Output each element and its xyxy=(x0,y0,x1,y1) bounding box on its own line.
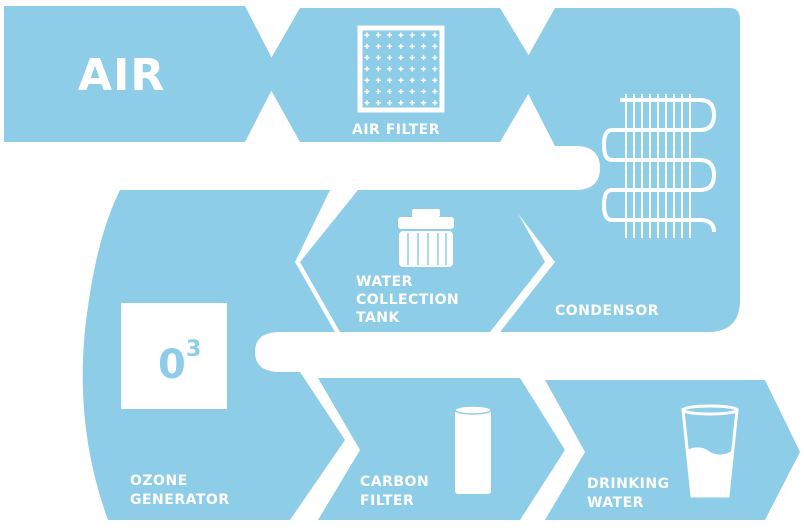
filter-grid-mark xyxy=(398,43,404,49)
carbon-filter-label: CARBON FILTER xyxy=(360,474,435,509)
filter-grid-mark xyxy=(375,43,381,49)
filter-grid-mark xyxy=(421,43,426,49)
filter-grid-mark xyxy=(398,32,404,38)
condensor-label: CONDENSOR xyxy=(555,303,659,319)
filter-grid-mark xyxy=(398,55,404,61)
filter-grid-mark xyxy=(421,55,426,61)
filter-grid-mark xyxy=(387,32,393,38)
carbon-filter-chevron xyxy=(318,378,565,520)
filter-grid-mark xyxy=(409,77,415,83)
filter-grid-mark xyxy=(421,89,426,94)
filter-grid-mark xyxy=(432,77,438,83)
condenser-coil-icon xyxy=(601,94,717,238)
filter-grid-mark xyxy=(432,100,438,106)
filter-grid-icon xyxy=(357,25,445,113)
filter-grid-mark xyxy=(398,100,404,106)
ozone-symbol-box xyxy=(121,303,227,409)
drinking-water-label: DRINKING WATER xyxy=(587,476,675,511)
filter-grid-mark xyxy=(398,89,404,94)
filter-grid-mark xyxy=(364,77,370,83)
filter-grid-mark xyxy=(398,66,404,72)
filter-grid-mark xyxy=(409,100,415,106)
filter-grid-mark xyxy=(387,100,393,106)
filter-grid-mark xyxy=(432,66,438,72)
filter-grid-mark xyxy=(409,89,415,94)
filter-grid-mark xyxy=(375,32,381,38)
filter-grid-mark xyxy=(364,43,370,49)
filter-grid-mark xyxy=(409,66,415,72)
filter-grid-mark xyxy=(387,89,393,94)
filter-grid-mark xyxy=(375,100,381,106)
filter-grid-mark xyxy=(364,89,370,94)
filter-grid-mark xyxy=(432,32,438,38)
filter-grid-mark xyxy=(364,32,370,38)
ozone-symbol: 0 3 xyxy=(121,303,227,409)
filter-grid-mark xyxy=(398,77,404,83)
filter-grid-mark xyxy=(387,55,393,61)
filter-grid-mark xyxy=(375,66,381,72)
filter-grid-mark xyxy=(409,55,415,61)
filter-grid-mark xyxy=(387,77,393,83)
filter-grid-mark xyxy=(432,55,438,61)
filter-grid-mark xyxy=(375,89,381,94)
water-collection-tank-label: WATER COLLECTION TANK xyxy=(356,274,465,326)
water-glass-icon xyxy=(681,404,739,498)
filter-grid-mark xyxy=(421,66,426,72)
filter-grid-mark xyxy=(387,66,393,72)
air-filter-chevron xyxy=(262,8,540,142)
drinking-water-chevron xyxy=(545,380,800,520)
filter-grid-mark xyxy=(387,43,393,49)
filter-grid-mark xyxy=(421,100,426,106)
air-title: AIR xyxy=(78,50,165,101)
filter-grid-mark xyxy=(432,89,438,94)
air-filter-label: AIR FILTER xyxy=(352,122,440,138)
ozone-symbol-letter: 0 xyxy=(158,342,186,388)
ozone-generator-label: OZONE GENERATOR xyxy=(130,473,230,508)
filter-grid-mark xyxy=(364,55,370,61)
condensor-shape xyxy=(500,8,740,332)
filter-grid-mark xyxy=(409,32,415,38)
cylinder-filter-icon xyxy=(454,405,492,494)
filter-grid-mark xyxy=(375,77,381,83)
filter-grid-mark xyxy=(421,32,426,38)
filter-grid-mark xyxy=(421,77,426,83)
filter-grid-mark xyxy=(364,66,370,72)
filter-grid-mark xyxy=(409,43,415,49)
filter-grid-mark xyxy=(375,55,381,61)
ozone-symbol-superscript: 3 xyxy=(186,337,201,362)
air-chevron xyxy=(4,6,280,142)
filter-grid-mark xyxy=(432,43,438,49)
water-tank-icon xyxy=(398,209,454,267)
filter-grid-mark xyxy=(364,100,370,106)
